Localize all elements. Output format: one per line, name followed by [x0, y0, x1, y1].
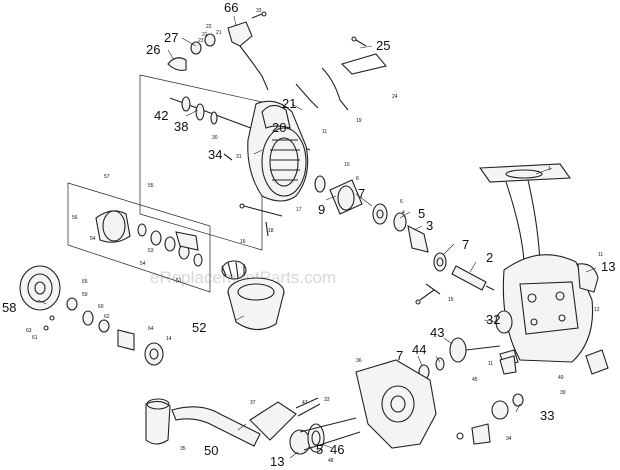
callout-label: 45 [472, 377, 478, 383]
callout-label: 11 [598, 252, 603, 258]
callout-label: 7 [462, 237, 469, 252]
drive-shaft [451, 265, 495, 291]
callout-label: 26 [146, 42, 160, 57]
callout-label: 65 [82, 279, 88, 285]
callout-label: 20 [272, 120, 286, 135]
callout-label: 56 [72, 215, 78, 221]
callout-label: 34 [208, 147, 222, 162]
callout-label: 7 [396, 348, 403, 363]
callout-label: 1 [548, 166, 551, 172]
callout-label: 42 [154, 108, 168, 123]
leader-lines [37, 15, 597, 459]
callout-label: 11 [322, 129, 327, 135]
callout-label: 66 [224, 0, 238, 15]
callout-label: 21 [216, 30, 222, 36]
callout-label: 8 [356, 176, 359, 182]
callout-label: 54 [90, 236, 96, 242]
spool-group-frame [67, 182, 211, 293]
callout-label: 18 [268, 228, 274, 234]
callout-label: 50 [204, 443, 218, 458]
callout-label: 25 [376, 38, 390, 53]
callout-label: 7 [358, 186, 365, 201]
callout-label: 6 [400, 199, 403, 205]
callout-label: 39 [560, 390, 566, 396]
callout-label: 47 [302, 400, 308, 406]
callout-label: 55 [148, 183, 154, 189]
handle-knob-parts [289, 417, 361, 455]
callout-label: 48 [328, 458, 334, 464]
callout-label: 62 [104, 314, 110, 320]
callout-label: 16 [240, 239, 246, 245]
callout-label: 5 [316, 442, 323, 457]
callout-label: 43 [430, 325, 444, 340]
callout-label: 15 [448, 297, 454, 303]
drag-parts [95, 210, 203, 267]
callout-label: 33 [540, 408, 554, 423]
callout-label: 64 [148, 326, 154, 332]
watermark-text: eReplacementParts.com [150, 268, 336, 287]
callout-label: 21 [282, 96, 296, 111]
callout-label: 27 [164, 30, 178, 45]
callout-label: 33 [256, 8, 262, 14]
callout-label: 38 [174, 119, 188, 134]
callout-label: 22 [206, 24, 212, 30]
callout-label: 49 [558, 375, 564, 381]
callout-label: 17 [296, 207, 302, 213]
reel-body [478, 163, 609, 375]
callout-label: 33 [324, 397, 330, 403]
callout-label: 2 [486, 250, 493, 265]
callout-label: 59 [82, 292, 88, 298]
callout-label: 4 [402, 210, 405, 216]
callout-label: 53 [148, 248, 154, 254]
small-pins [223, 153, 441, 305]
callout-label: 12 [594, 307, 600, 313]
callout-label: 63 [26, 328, 32, 334]
callout-label: 31 [236, 154, 242, 160]
callout-label: 3 [426, 218, 433, 233]
rotor-group-frame [139, 74, 263, 251]
callout-label: 60 [98, 304, 104, 310]
callout-label: 24 [392, 94, 398, 100]
callout-label: 9 [318, 202, 325, 217]
callout-label: 61 [32, 335, 38, 341]
bail-wire-parts [295, 36, 387, 111]
pinion-gear-stack [314, 175, 447, 272]
callout-label: 5 [418, 206, 425, 221]
spool [221, 260, 285, 331]
callout-label: 34 [506, 436, 512, 442]
side-cover [355, 359, 437, 449]
anti-reverse-parts [456, 355, 524, 445]
callout-label: 31 [202, 32, 208, 38]
callout-label: 32 [486, 312, 500, 327]
callout-label: 52 [192, 320, 206, 335]
callout-label: 13 [601, 259, 615, 274]
callout-label: 23 [198, 38, 204, 44]
callout-label: 37 [250, 400, 256, 406]
callout-label: 11 [488, 361, 493, 367]
crank-handle [145, 397, 321, 447]
callout-label: 14 [166, 336, 172, 342]
callout-label: 51 [176, 278, 182, 284]
callout-label: 44 [412, 342, 426, 357]
rotor [247, 100, 309, 202]
callout-label: 35 [180, 446, 186, 452]
callout-label: 36 [356, 358, 362, 364]
callout-label: 54 [140, 261, 146, 267]
callout-label: 19 [356, 118, 362, 124]
rotor-shaft [169, 96, 311, 151]
drag-knob [19, 265, 164, 366]
bail-arm-parts [167, 11, 269, 91]
callout-label: 57 [104, 174, 110, 180]
callout-label: 58 [2, 300, 16, 315]
callout-label: 46 [330, 442, 344, 457]
callout-label: 13 [270, 454, 284, 469]
callout-label: 30 [212, 135, 218, 141]
callout-label: 10 [344, 162, 350, 168]
